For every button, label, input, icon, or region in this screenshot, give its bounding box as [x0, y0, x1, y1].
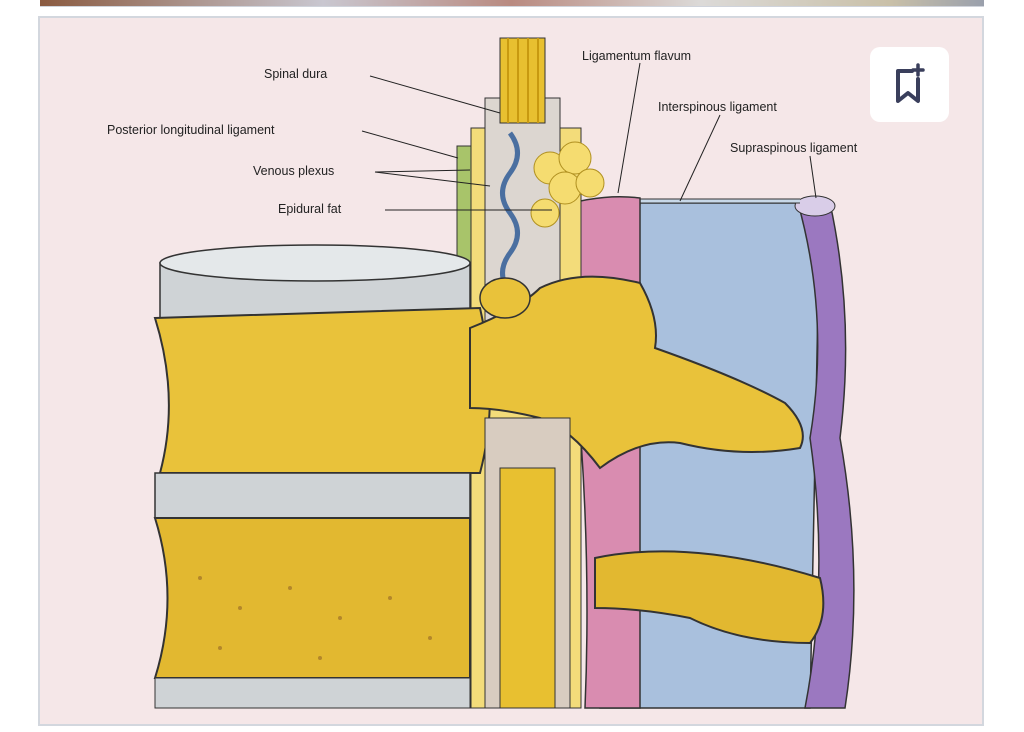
label-ligamentum-flavum: Ligamentum flavum [582, 49, 692, 63]
spine-anatomy-illustration [153, 37, 855, 709]
bookmark-add-icon [895, 62, 925, 103]
label-venous-plexus: Venous plexus [253, 164, 335, 178]
label-interspinous-ligament: Interspinous ligament [658, 100, 777, 114]
label-supraspinous-ligament: Supraspinous ligament [730, 141, 858, 155]
label-posterior-longitudinal-ligament: Posterior longitudinal ligament [107, 123, 275, 137]
label-spinal-dura: Spinal dura [264, 67, 328, 81]
image-viewer: Spinal dura Posterior longitudinal ligam… [38, 16, 984, 726]
previous-image-strip[interactable] [40, 0, 984, 7]
label-epidural-fat: Epidural fat [278, 202, 342, 216]
bookmark-add-button[interactable] [870, 47, 949, 122]
